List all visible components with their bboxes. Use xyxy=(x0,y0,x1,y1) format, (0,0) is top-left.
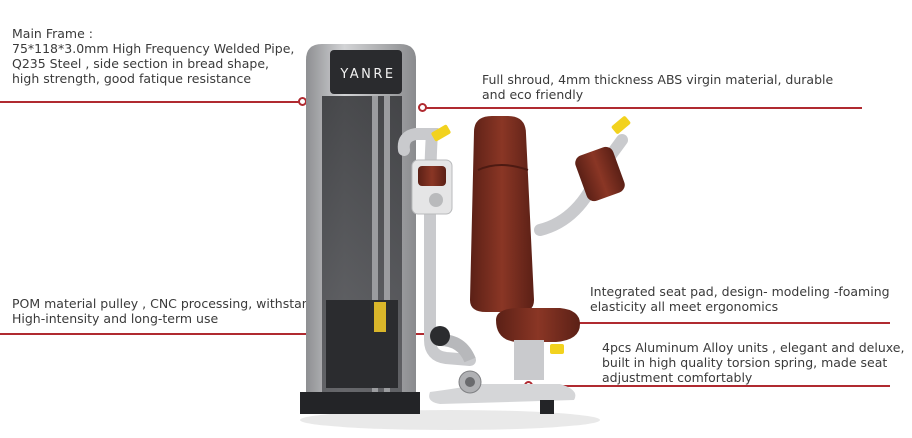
seat-adjust-lever xyxy=(550,344,564,354)
seat-annotation: Integrated seat pad, design- modeling -f… xyxy=(590,284,890,314)
alloy-annotation: 4pcs Aluminum Alloy units , elegant and … xyxy=(602,340,904,385)
seat-cushion xyxy=(496,308,580,342)
back-pad xyxy=(470,116,534,312)
left-handle-grip xyxy=(431,124,451,142)
alloy-line-3: adjustment comfortably xyxy=(602,370,753,385)
shroud-leader-line xyxy=(422,107,862,109)
brand-plate xyxy=(330,50,402,94)
main-frame-line-1: Main Frame : xyxy=(12,26,93,41)
right-handle-grip xyxy=(611,116,631,134)
pulley-line-1: POM material pulley , CNC processing, wi… xyxy=(12,296,318,311)
main-frame-line-4: high strength, good fatique resistance xyxy=(12,71,252,86)
left-arm-pad xyxy=(418,166,446,186)
shroud-line-2: and eco friendly xyxy=(482,87,584,102)
shroud-marker xyxy=(418,103,427,112)
right-arm-pad xyxy=(575,146,625,202)
pulley-line-2: High-intensity and long-term use xyxy=(12,311,219,326)
alloy-line-2: built in high quality torsion spring, ma… xyxy=(602,355,888,370)
main-frame-line-3: Q235 Steel , side section in bread shape… xyxy=(12,56,269,71)
weight-pin xyxy=(374,302,386,332)
pulley-leader-line xyxy=(0,333,440,335)
alloy-leader-line xyxy=(528,385,890,387)
pulley-annotation: POM material pulley , CNC processing, wi… xyxy=(12,296,318,326)
seat-line-2: elasticity all meet ergonomics xyxy=(590,299,779,314)
brand-logo-text: YANRE xyxy=(339,67,395,82)
alloy-line-1: 4pcs Aluminum Alloy units , elegant and … xyxy=(602,340,905,355)
main-frame-annotation: Main Frame : 75*118*3.0mm High Frequency… xyxy=(12,26,294,86)
seat-line-1: Integrated seat pad, design- modeling -f… xyxy=(590,284,890,299)
pec-fly-machine-illustration: YANRE xyxy=(300,44,631,430)
shroud-annotation: Full shroud, 4mm thickness ABS virgin ma… xyxy=(482,72,833,102)
seat-leader-line xyxy=(566,322,890,324)
pulley xyxy=(430,326,450,346)
shroud-line-1: Full shroud, 4mm thickness ABS virgin ma… xyxy=(482,72,834,87)
main-frame-leader-line xyxy=(0,101,300,103)
main-frame-line-2: 75*118*3.0mm High Frequency Welded Pipe, xyxy=(12,41,295,56)
